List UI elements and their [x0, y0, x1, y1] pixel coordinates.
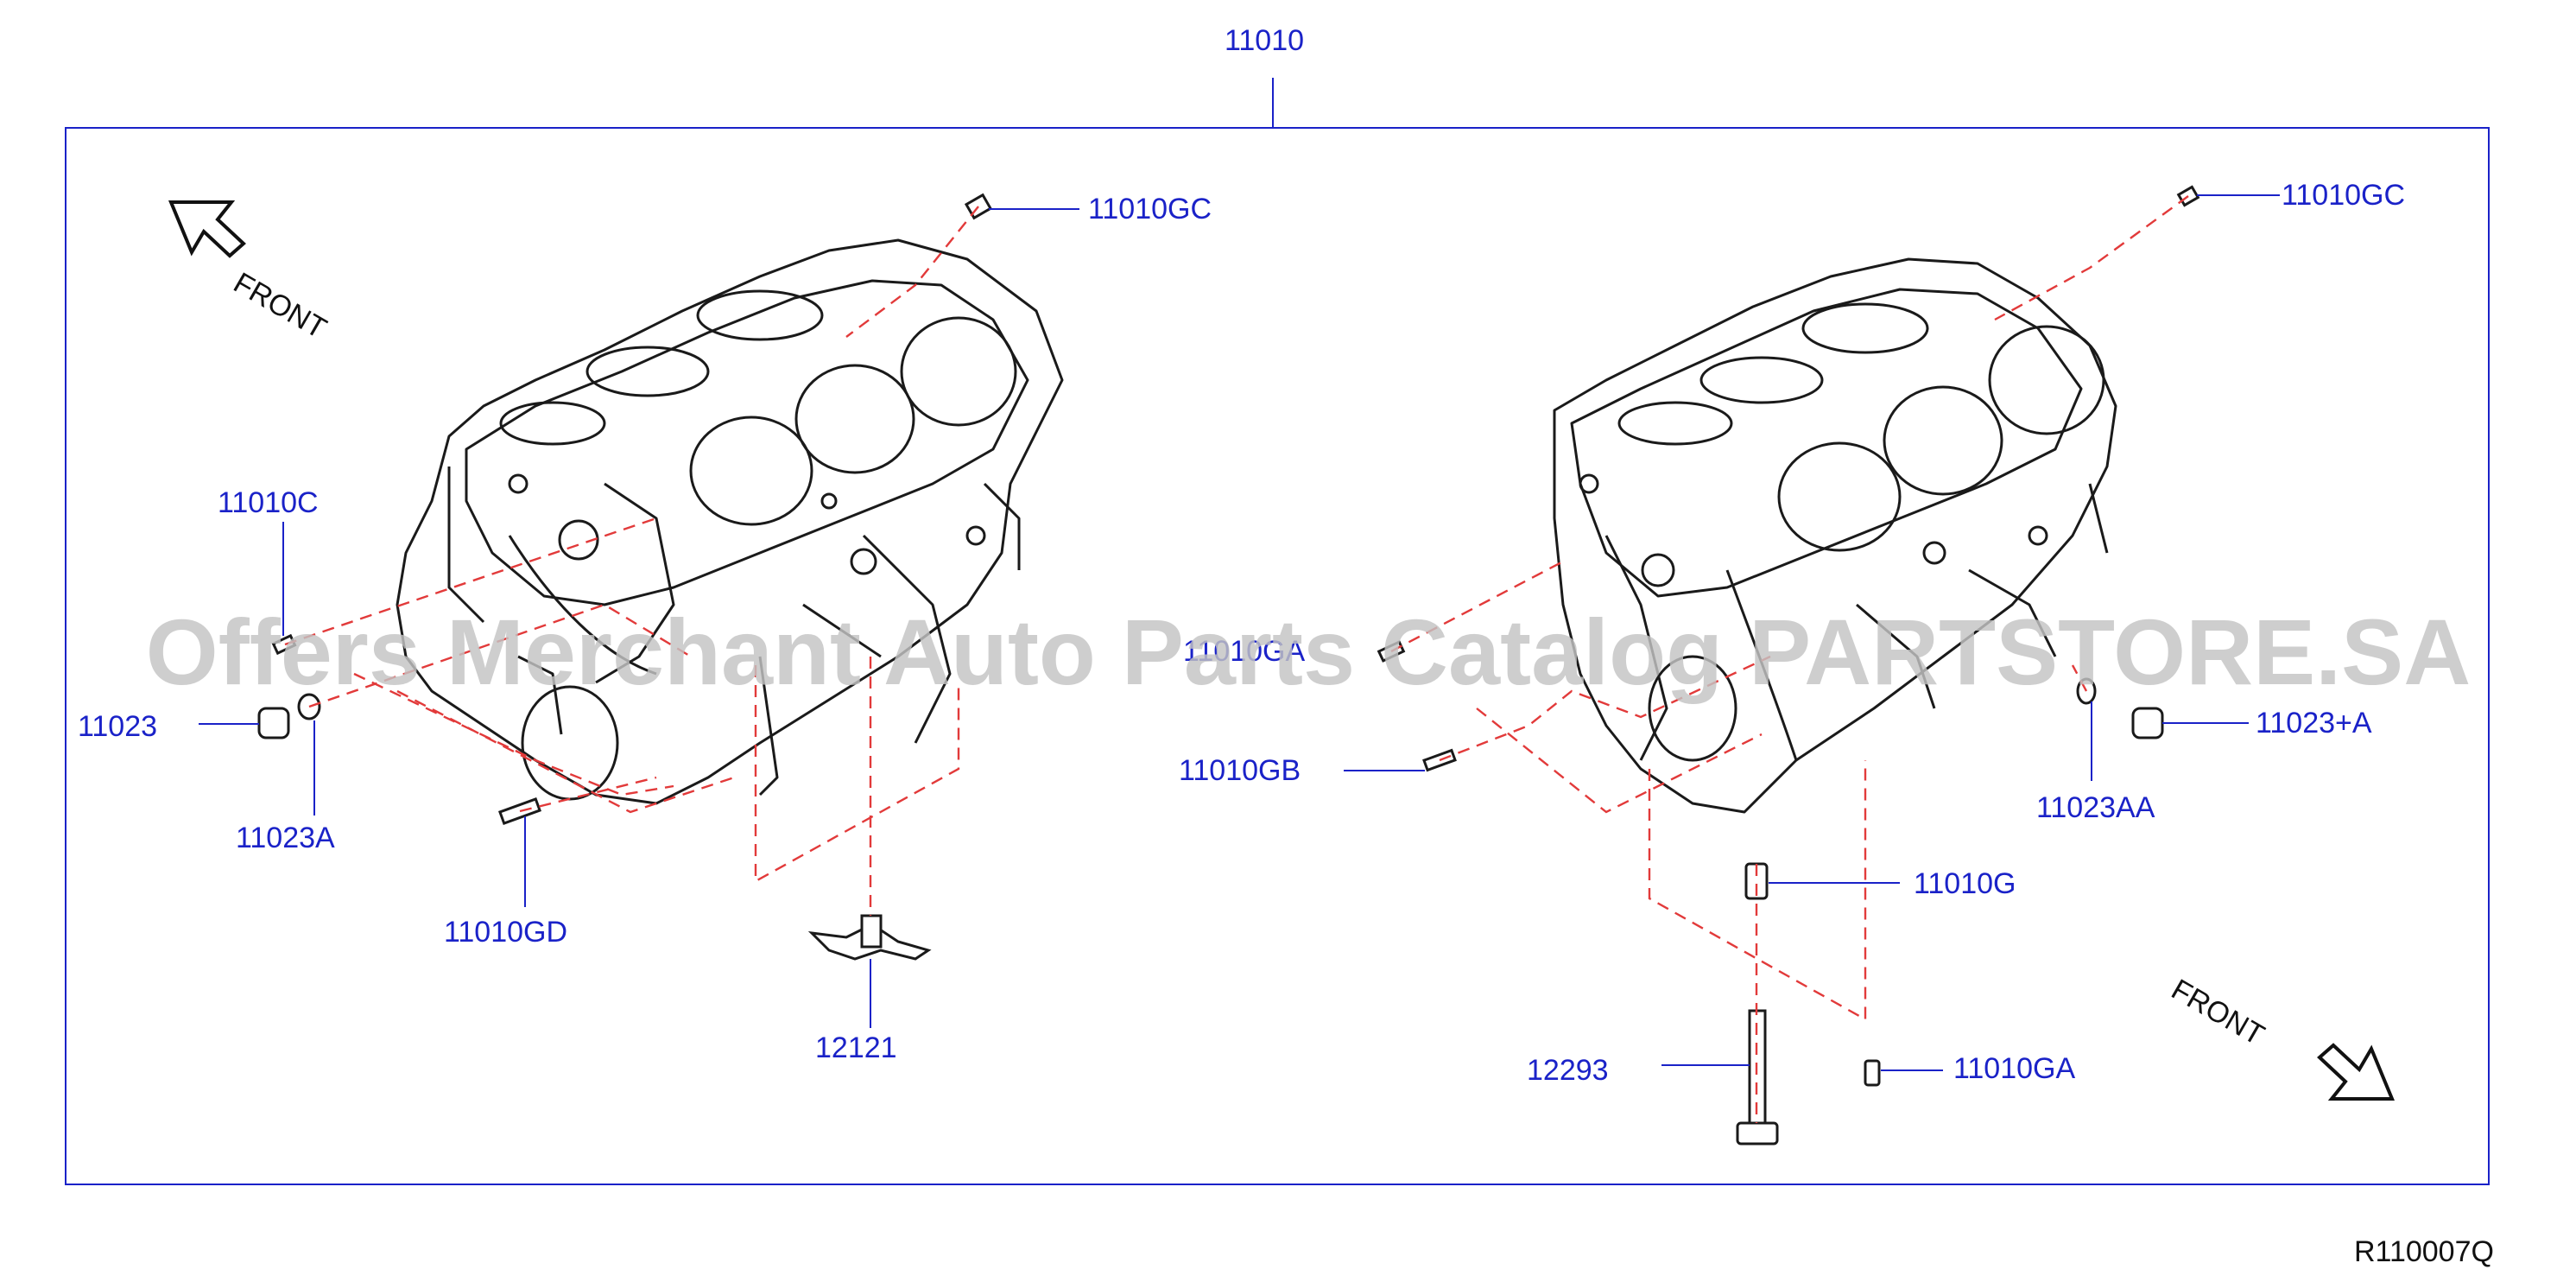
assembly-label[interactable]: 11010 — [1225, 24, 1305, 57]
label-left-11010gc[interactable]: 11010GC — [1088, 193, 1212, 225]
engine-block-right-icon — [1553, 257, 2117, 814]
label-left-11010c[interactable]: 11010C — [218, 486, 319, 519]
label-right-11010ga-upper[interactable]: 11010GA — [1183, 635, 1306, 668]
front-arrow-left-icon — [168, 200, 246, 258]
label-left-11010gd[interactable]: 11010GD — [444, 916, 568, 949]
label-left-12121[interactable]: 12121 — [815, 1031, 897, 1064]
label-right-11010g[interactable]: 11010G — [1914, 867, 2016, 900]
callout-lines — [199, 194, 2280, 1071]
label-right-11010gc[interactable]: 11010GC — [2282, 179, 2406, 212]
label-right-11010gb[interactable]: 11010GB — [1179, 754, 1301, 787]
label-left-11023[interactable]: 11023 — [78, 710, 158, 743]
engine-block-left-icon — [396, 238, 1064, 805]
left-small-parts — [257, 193, 993, 961]
label-right-11023-plus-a[interactable]: 11023+A — [2256, 707, 2372, 739]
label-right-11023aa[interactable]: 11023AA — [2036, 791, 2155, 824]
assembly-frame — [65, 127, 2490, 1185]
watermark-text: Offers Merchant Auto Parts Catalog PARTS… — [145, 600, 2472, 704]
reference-code: R110007Q — [2354, 1235, 2494, 1268]
front-arrow-right-icon — [2317, 1043, 2395, 1101]
label-right-12293[interactable]: 12293 — [1527, 1054, 1609, 1087]
leader-lines-dashed — [284, 195, 2189, 1123]
label-left-11023a[interactable]: 11023A — [236, 822, 335, 854]
label-right-11010ga[interactable]: 11010GA — [1953, 1052, 2076, 1085]
